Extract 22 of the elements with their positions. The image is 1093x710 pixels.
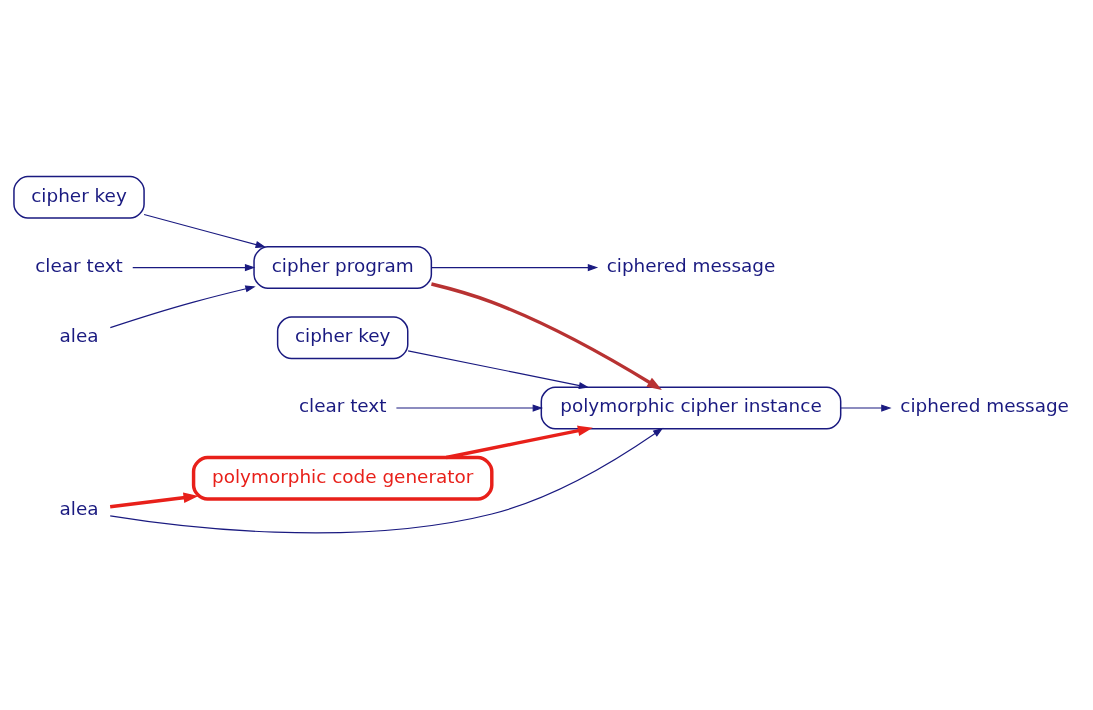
- arrow: [431, 263, 599, 272]
- node-box: polymorphic cipher instance: [540, 386, 842, 430]
- arrow: [395, 404, 544, 412]
- arrow: [132, 263, 256, 272]
- node-text: ciphered message: [900, 395, 1069, 417]
- arrow: [407, 350, 590, 390]
- arrow: [445, 425, 593, 460]
- arrow: [109, 427, 664, 534]
- node-text: clear text: [35, 254, 123, 276]
- node-box: cipher key: [13, 175, 145, 219]
- arrow: [431, 282, 662, 391]
- node-box: cipher key: [276, 316, 409, 360]
- arrow: [109, 492, 199, 509]
- arrow: [109, 285, 256, 329]
- node-box: cipher program: [253, 246, 433, 290]
- node-text: clear text: [298, 395, 387, 417]
- node-text: ciphered message: [606, 254, 776, 276]
- arrow: [840, 404, 892, 412]
- node-box: polymorphic code generator: [191, 455, 494, 501]
- node-text: alea: [59, 497, 99, 519]
- arrow: [143, 213, 266, 249]
- node-text: alea: [59, 325, 99, 347]
